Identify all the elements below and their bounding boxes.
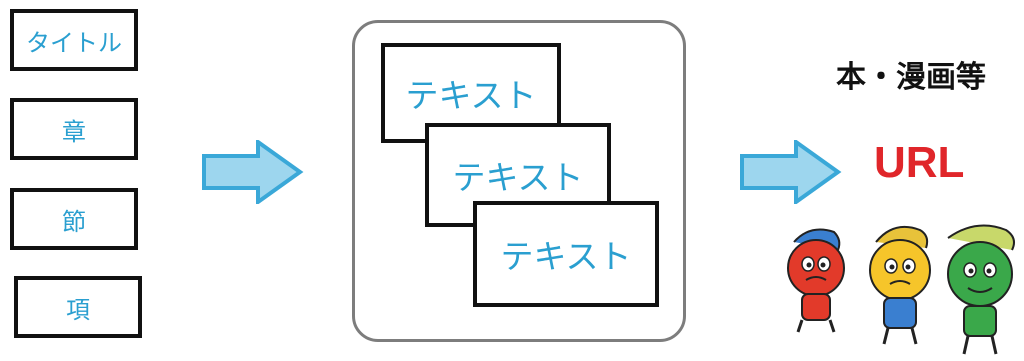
red-mascot-icon bbox=[787, 228, 845, 333]
yellow-mascot-icon bbox=[869, 226, 931, 345]
text-card-1-label: テキスト bbox=[405, 76, 537, 115]
url-label: URL bbox=[874, 138, 965, 187]
text-card-2-label: テキスト bbox=[452, 158, 584, 197]
title-box: タイトル bbox=[10, 9, 138, 71]
section-box-label: 節 bbox=[62, 207, 86, 236]
item-box: 項 bbox=[14, 276, 142, 338]
title-box-label: タイトル bbox=[26, 28, 122, 57]
mascot-characters bbox=[787, 224, 1015, 355]
text-group-container: テキスト テキスト テキスト bbox=[352, 20, 686, 342]
green-mascot-icon bbox=[947, 224, 1015, 355]
right-arrow-icon bbox=[740, 140, 842, 204]
section-box: 節 bbox=[10, 188, 138, 250]
books-manga-heading: 本・漫画等 bbox=[836, 60, 986, 95]
right-arrow-icon bbox=[202, 140, 304, 204]
chapter-box: 章 bbox=[10, 98, 138, 160]
item-box-label: 項 bbox=[66, 295, 90, 324]
text-card-3-label: テキスト bbox=[500, 237, 632, 276]
text-card-3: テキスト bbox=[473, 201, 659, 307]
chapter-box-label: 章 bbox=[62, 117, 86, 146]
